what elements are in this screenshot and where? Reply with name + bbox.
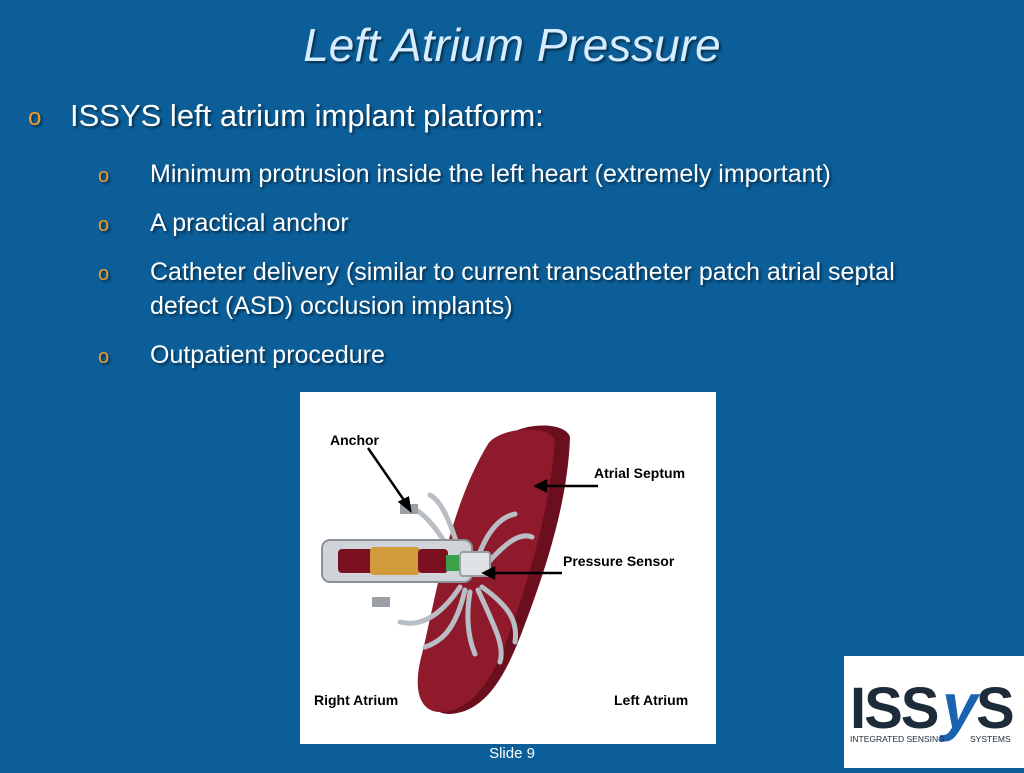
implant-illustration <box>321 425 598 714</box>
svg-text:y: y <box>939 670 981 742</box>
slide-number: Slide 9 <box>489 745 535 762</box>
pressure-sensor-head <box>459 551 491 577</box>
main-bullet-text: ISSYS left atrium implant platform: <box>70 98 544 133</box>
pressure-sensor-label: Pressure Sensor <box>563 553 675 569</box>
anchor-label: Anchor <box>330 432 379 448</box>
sub-bullet-text: A practical anchor <box>150 209 349 237</box>
bullet-marker: o <box>98 165 110 187</box>
sensor-band <box>446 555 462 571</box>
bullet-marker: o <box>98 263 110 285</box>
svg-text:INTEGRATED SENSING: INTEGRATED SENSING <box>850 734 945 744</box>
bullet-marker: o <box>28 104 42 131</box>
catheter-core <box>370 547 420 575</box>
issys-logo: ISS y S INTEGRATED SENSING SYSTEMS <box>844 656 1024 768</box>
left-atrium-label: Left Atrium <box>614 692 689 708</box>
sub-bullet-text: Catheter delivery (similar to current tr… <box>150 258 895 320</box>
slide-title: Left Atrium Pressure <box>303 19 721 71</box>
atrial-septum-label: Atrial Septum <box>594 465 686 481</box>
right-atrium-label: Right Atrium <box>314 692 399 708</box>
implant-diagram: Anchor Atrial Septum Pressure Sensor Rig… <box>300 392 716 744</box>
catheter-segment <box>338 549 378 573</box>
anchor-clip <box>372 597 390 607</box>
catheter-segment <box>418 549 448 573</box>
bullet-marker: o <box>98 214 110 236</box>
bullet-marker: o <box>98 346 110 368</box>
sub-bullet-text: Outpatient procedure <box>150 341 385 369</box>
callout-arrows <box>366 447 598 581</box>
svg-text:S: S <box>976 676 1015 741</box>
issys-logo-mark: ISS y S INTEGRATED SENSING SYSTEMS <box>850 670 1015 744</box>
svg-text:ISS: ISS <box>850 676 938 741</box>
sub-bullet-text: Minimum protrusion inside the left heart… <box>150 160 831 188</box>
svg-text:SYSTEMS: SYSTEMS <box>970 734 1011 744</box>
